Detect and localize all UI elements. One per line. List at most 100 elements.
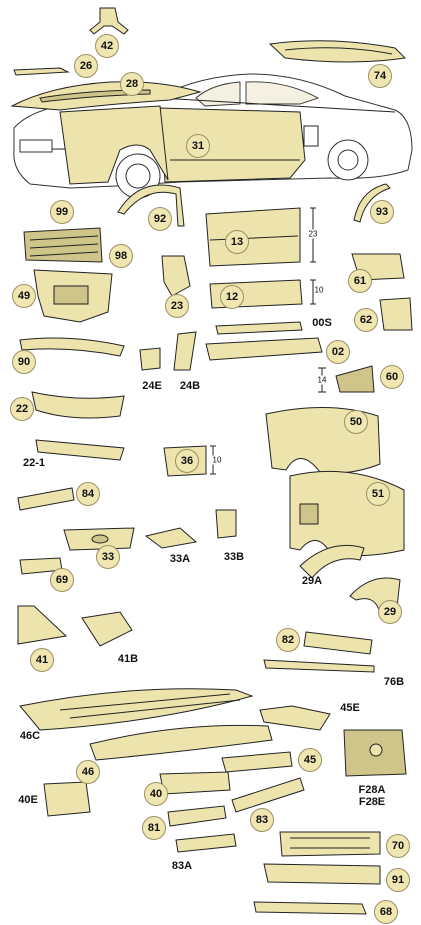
part-99-front-fender-side <box>59 105 169 185</box>
label-02: 02 <box>326 340 350 364</box>
label-12: 12 <box>220 285 244 309</box>
label-36: 36 <box>175 449 199 473</box>
label-46: 46 <box>76 760 100 784</box>
label-22-1: 22-1 <box>22 457 46 469</box>
part-70-tail-panel <box>279 831 381 857</box>
part-33-floor-section <box>63 527 135 551</box>
part-41-toe-board <box>17 605 68 645</box>
part-93-rear-wheel-lip <box>353 183 391 223</box>
label-70: 70 <box>386 834 410 858</box>
part-23-cowl-side <box>161 255 191 297</box>
label-29A: 29A <box>301 575 323 587</box>
label-62: 62 <box>354 308 378 332</box>
label-50: 50 <box>344 410 368 434</box>
label-29: 29 <box>378 600 402 624</box>
part-29A-wheelhouse <box>299 544 365 579</box>
label-22: 22 <box>10 397 34 421</box>
label-33: 33 <box>96 545 120 569</box>
part-00S-strip <box>215 321 303 335</box>
label-45E: 45E <box>340 702 360 714</box>
part-84-brace <box>17 487 75 511</box>
label-23: 23 <box>165 294 189 318</box>
part-40-floor-section <box>159 771 231 795</box>
part-26-hood-molding <box>13 67 70 76</box>
dimension-10a-label: 10 <box>313 285 325 295</box>
part-83-rail <box>231 777 305 813</box>
part-31-door-skin <box>159 107 306 183</box>
part-40E-seat-platform <box>43 781 91 817</box>
part-24B-brace <box>173 331 197 371</box>
label-74: 74 <box>368 64 392 88</box>
part-33A-floor-section <box>144 527 198 549</box>
part-81-rail <box>167 805 227 827</box>
part-68-trunk-filler <box>253 901 367 915</box>
part-22-1-apron <box>35 439 125 461</box>
part-91-rear-valance <box>263 863 381 885</box>
label-F28A: F28A <box>358 784 386 796</box>
label-83: 83 <box>250 808 274 832</box>
part-98-grille <box>23 227 103 263</box>
part-46C-full-floor <box>19 688 254 731</box>
label-49: 49 <box>12 284 36 308</box>
part-60-scoop <box>335 365 375 393</box>
label-40E: 40E <box>18 794 38 806</box>
part-42-bracket <box>89 7 129 35</box>
label-41: 41 <box>30 648 54 672</box>
label-81: 81 <box>142 816 166 840</box>
label-99: 99 <box>50 200 74 224</box>
label-00S: 00S <box>312 317 332 329</box>
part-45-floor-section <box>221 751 293 773</box>
label-92: 92 <box>148 207 172 231</box>
dimension-14-label: 14 <box>316 375 328 385</box>
part-22-lower-valance <box>31 391 125 419</box>
part-83A-rail <box>175 833 237 853</box>
label-26: 26 <box>74 54 98 78</box>
label-24E: 24E <box>142 380 162 392</box>
label-61: 61 <box>348 269 372 293</box>
part-62-bracket <box>379 297 413 331</box>
part-33B-plate <box>215 509 237 539</box>
part-46-floor <box>89 724 273 761</box>
label-31: 31 <box>186 134 210 158</box>
label-93: 93 <box>370 200 394 224</box>
label-40: 40 <box>144 782 168 806</box>
part-13-door-panel <box>205 207 301 267</box>
label-91: 91 <box>386 868 410 892</box>
part-45E-panel <box>259 705 331 731</box>
dimension-10b-label: 10 <box>211 455 223 465</box>
label-33B: 33B <box>223 551 245 563</box>
label-60: 60 <box>380 365 404 389</box>
label-98: 98 <box>109 244 133 268</box>
label-28: 28 <box>120 72 144 96</box>
part-41B-panel <box>81 611 133 647</box>
label-76B: 76B <box>383 676 405 688</box>
part-74-roof-panel <box>268 40 407 63</box>
part-49-radiator-support <box>33 269 113 323</box>
label-41B: 41B <box>117 653 139 665</box>
label-45: 45 <box>298 748 322 772</box>
label-42: 42 <box>95 34 119 58</box>
dimension-10a-line <box>310 279 316 305</box>
label-82: 82 <box>276 628 300 652</box>
part-02-rocker <box>205 337 323 361</box>
label-68: 68 <box>374 900 398 924</box>
part-90-valance <box>19 337 125 357</box>
part-F28A-gas-tank <box>343 729 407 777</box>
part-28-hood <box>10 81 202 111</box>
label-51: 51 <box>366 482 390 506</box>
part-24E-bracket <box>139 347 161 371</box>
label-24B: 24B <box>179 380 201 392</box>
label-13: 13 <box>225 230 249 254</box>
part-92-wheel-lip <box>117 184 185 227</box>
label-83A: 83A <box>171 860 193 872</box>
label-33A: 33A <box>169 553 191 565</box>
label-F28E: F28E <box>358 796 386 808</box>
label-46C: 46C <box>19 730 41 742</box>
part-82-crossmember <box>303 631 373 655</box>
part-76B-rail <box>263 659 375 673</box>
label-84: 84 <box>76 482 100 506</box>
part-51-quarter-panel <box>289 470 405 557</box>
label-69: 69 <box>50 568 74 592</box>
